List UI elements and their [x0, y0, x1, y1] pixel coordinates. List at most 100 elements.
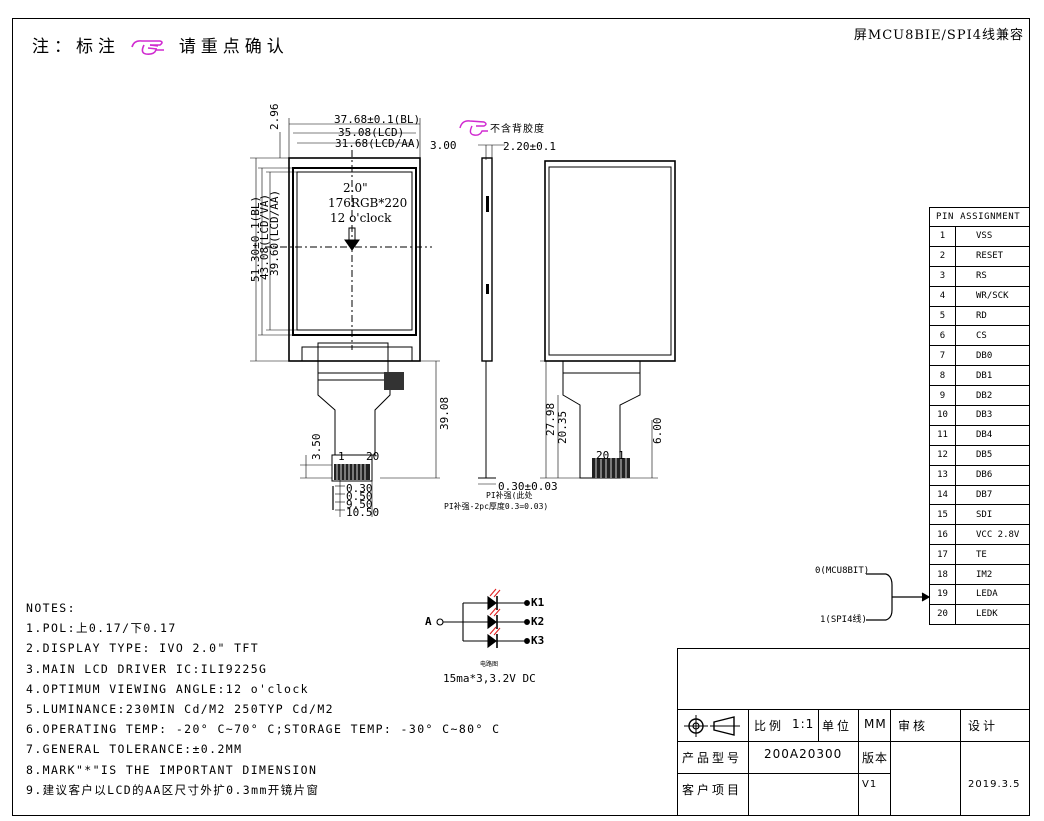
notes-title: NOTES:	[26, 601, 76, 615]
display-size: 2.0"	[343, 181, 368, 195]
callout-hand-icon	[459, 120, 488, 136]
header-note: 注：标注 请重点确认	[32, 32, 289, 57]
ic-chip	[384, 372, 404, 390]
mode-mcu: 0(MCU8BIT)	[815, 566, 870, 576]
pin-signal: DB6	[955, 464, 1030, 486]
dim-thickness: 2.20±0.1	[503, 140, 556, 153]
pin-number: 8	[929, 365, 956, 387]
dim-back-c: 6.00	[651, 417, 664, 445]
drawing-frame	[12, 18, 1030, 816]
pin-20-label: 20	[366, 450, 380, 463]
pin-signal: IM2	[955, 564, 1030, 586]
pin-signal: DB4	[955, 424, 1030, 446]
pin-signal: RS	[955, 265, 1030, 287]
back-view	[540, 160, 676, 479]
pin-1-label: 1	[338, 450, 345, 463]
mode-select-bracket	[866, 573, 931, 621]
cathode-k1: K1	[531, 596, 545, 609]
pin-number: 16	[929, 524, 956, 546]
dim-fpc-length: 39.08	[438, 396, 451, 430]
dim-top: 3.00	[430, 139, 457, 152]
anode-label: A	[425, 615, 432, 628]
unit-value: MM	[864, 717, 887, 731]
pin-number: 17	[929, 544, 956, 566]
unit-label: 单位	[822, 719, 853, 733]
stiffener-note-2: PI补强-2pc厚度0.3=0.03)	[444, 502, 549, 511]
scale-label: 比例	[754, 719, 785, 733]
pin-signal: VCC 2.8V	[955, 524, 1030, 546]
pin-signal: TE	[955, 544, 1030, 566]
pin-number: 20	[929, 603, 956, 625]
mode-spi: 1(SPI4线)	[820, 615, 867, 625]
tb-vline	[960, 709, 961, 815]
dim-aa-width: 31.68(LCD/AA)	[335, 137, 422, 150]
circuit-caption: 电路图	[480, 661, 499, 668]
back-pin-1: 1	[618, 449, 625, 462]
note-prefix: 注：标注	[32, 37, 120, 57]
note-item: 6.OPERATING TEMP: -20° C~70° C;STORAGE T…	[26, 722, 501, 737]
pin-number: 13	[929, 464, 956, 486]
note-item: 4.OPTIMUM VIEWING ANGLE:12 o'clock	[26, 681, 310, 696]
pin-signal: CS	[955, 325, 1030, 347]
backlight-spec: 15ma*3,3.2V DC	[443, 672, 536, 685]
tb-vline	[748, 709, 749, 815]
led-circuit	[436, 595, 530, 649]
pin-signal: DB7	[955, 484, 1030, 506]
pointing-hand-icon	[131, 40, 165, 55]
review-label: 审核	[898, 719, 929, 733]
dim-back-b: 20.35	[556, 410, 569, 444]
side-mark	[486, 196, 489, 212]
pin-signal: RD	[955, 305, 1030, 327]
tb-divider	[678, 773, 890, 774]
pin-number: 11	[929, 424, 956, 446]
pin-number: 15	[929, 504, 956, 526]
pin-signal: LEDK	[955, 603, 1030, 625]
pin-number: 14	[929, 484, 956, 506]
pin-signal: DB3	[955, 405, 1030, 426]
stiffener-note-1: PI补强(此处	[486, 491, 533, 500]
note-item: 2.DISPLAY TYPE: IVO 2.0" TFT	[26, 641, 260, 656]
version-value: V1	[862, 779, 878, 790]
note-item: 9.建议客户以LCD的AA区尺寸外扩0.3mm开镜片窗	[26, 782, 320, 797]
note-suffix: 请重点确认	[178, 37, 289, 57]
pin-signal: DB0	[955, 345, 1030, 367]
pin-signal: VSS	[955, 226, 1030, 247]
pin-signal: WR/SCK	[955, 285, 1030, 307]
tb-vline	[858, 709, 859, 815]
led-emission-icon	[489, 588, 501, 636]
version-label: 版本	[862, 751, 889, 765]
customer-label: 客户项目	[682, 783, 743, 797]
projection-symbol-icon	[684, 715, 740, 737]
tb-divider	[678, 709, 1029, 710]
scale-value: 1:1	[792, 717, 815, 731]
note-item: 3.MAIN LCD DRIVER IC:ILI9225G	[26, 661, 268, 676]
note-item: 7.GENERAL TOLERANCE:±0.2MM	[26, 742, 243, 757]
pin-number: 9	[929, 385, 956, 407]
pitch-1: 0.30	[346, 482, 373, 495]
cathode-k3: K3	[531, 634, 545, 647]
dim-bl-width: 37.68±0.1(BL)	[334, 113, 421, 126]
pin-number: 19	[929, 584, 956, 605]
back-pin-20: 20	[596, 449, 610, 462]
dim-top-offset: 2.96	[268, 103, 281, 131]
side-mark-2	[486, 284, 489, 294]
dim-height-aa: 39.60(LCD/AA)	[268, 189, 281, 276]
pin-number: 10	[929, 405, 956, 426]
